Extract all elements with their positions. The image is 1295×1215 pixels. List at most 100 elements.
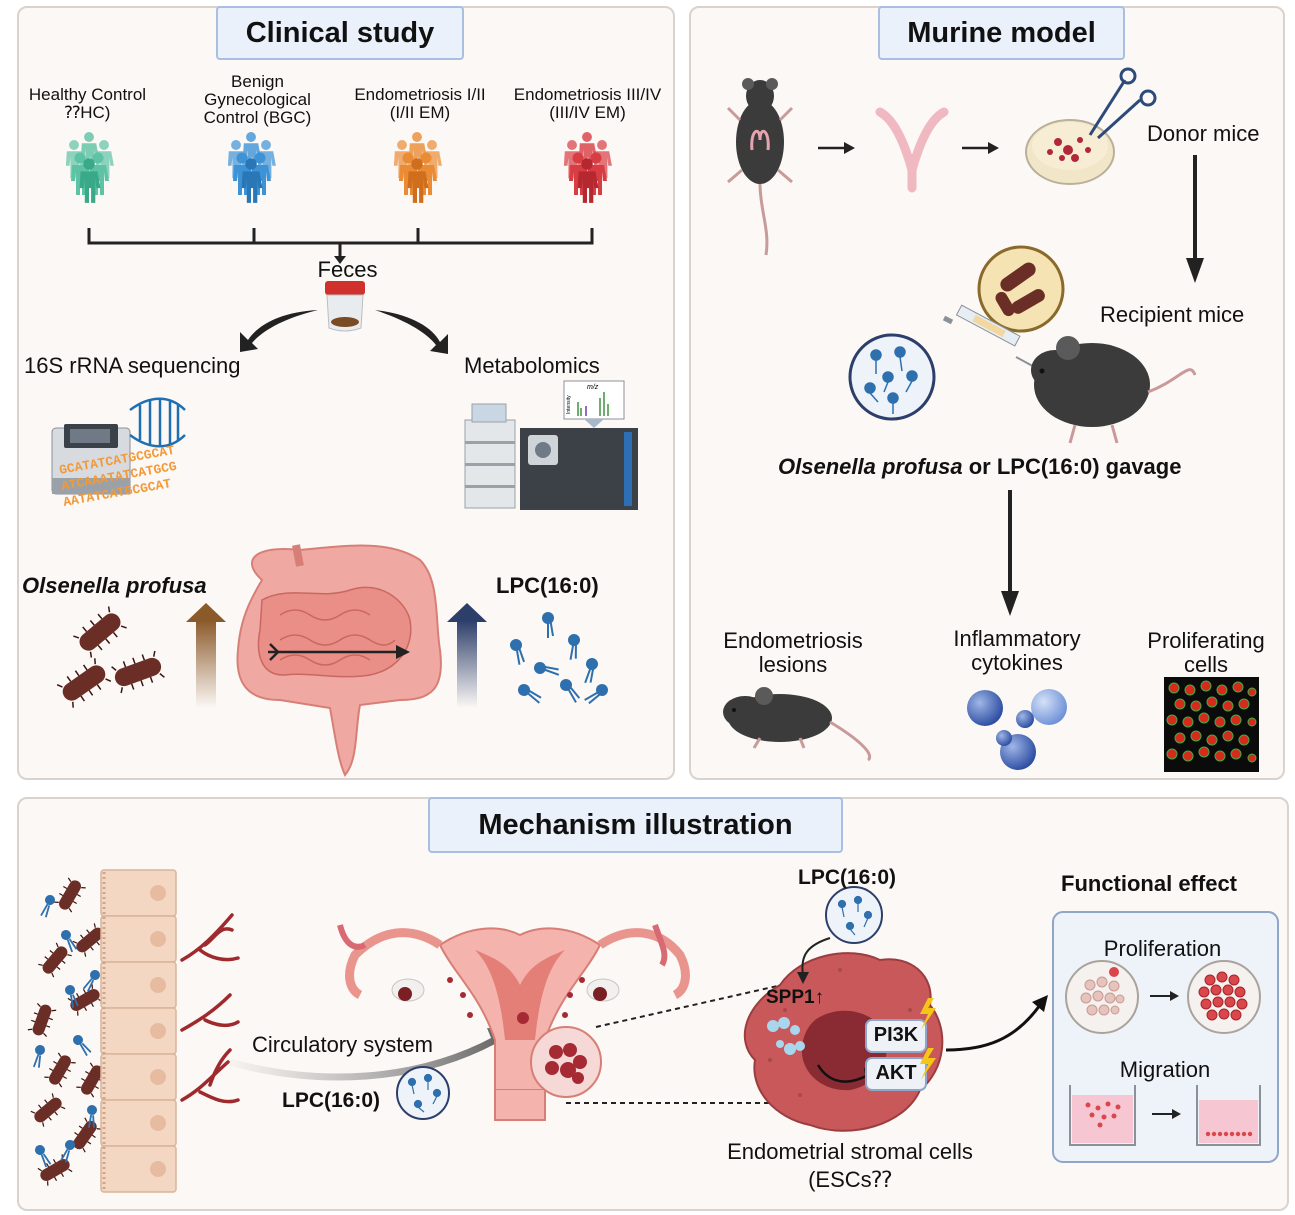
murine-model-panel bbox=[689, 6, 1285, 780]
outcome-cytokines-label: Inflammatory cytokines bbox=[932, 628, 1102, 674]
murine-bottom-graphic bbox=[723, 490, 1259, 772]
circulatory-arrow bbox=[213, 1036, 497, 1081]
group-em34-line2: (III/IV EM) bbox=[549, 103, 626, 122]
uterus-icon bbox=[337, 924, 690, 1121]
lesion-zoom-icon bbox=[530, 1026, 602, 1098]
feces-split-graphic bbox=[240, 281, 448, 354]
zoom-dashed-line-top bbox=[595, 981, 796, 1028]
outcome-cytokines-line2: cytokines bbox=[971, 650, 1063, 675]
proliferation-label: Proliferation bbox=[1103, 936, 1222, 961]
clinical-groups-graphic bbox=[65, 132, 612, 264]
mechanism-title: Mechanism illustration bbox=[428, 797, 843, 853]
migration-after-well-icon bbox=[1196, 1085, 1261, 1146]
spectrum-x-label: m/z bbox=[587, 384, 599, 391]
migration-before-well-icon bbox=[1069, 1085, 1136, 1146]
group-label-hc: Healthy Control ⁇HC) bbox=[20, 86, 155, 121]
lpc-circle-small-icon bbox=[396, 1066, 450, 1120]
olsenella-label: Olsenella profusa bbox=[22, 573, 207, 598]
functional-effect-title: Functional effect bbox=[1061, 871, 1238, 896]
lcms-graphic: m/z Intensity bbox=[464, 380, 638, 510]
group-label-em12: Endometriosis I/II (I/II EM) bbox=[345, 86, 495, 121]
lpc-label-clinical: LPC(16:0) bbox=[496, 573, 599, 598]
feces-jar-icon bbox=[325, 281, 365, 332]
metabolomics-label: Metabolomics bbox=[464, 353, 600, 378]
group-bgc-line2: Control (BGC) bbox=[203, 108, 312, 127]
outcome-lesions-label: Endometriosis lesions bbox=[708, 630, 878, 676]
outcome-cytokines-line1: Inflammatory bbox=[953, 626, 1081, 651]
spectrum-y-label: Intensity bbox=[566, 395, 572, 414]
outcome-lesions-line1: Endometriosis bbox=[723, 628, 863, 653]
murine-model-title: Murine model bbox=[878, 6, 1125, 60]
group-em12-line2: (I/II EM) bbox=[389, 103, 451, 122]
nucleus-signal-arrow bbox=[816, 1064, 869, 1083]
donor-mice-label: Donor mice bbox=[1147, 121, 1260, 146]
lpc-left-label: LPC(16:0) bbox=[282, 1089, 381, 1112]
spp1-label: SPP1↑ bbox=[766, 987, 825, 1008]
lpc-increase-arrow bbox=[457, 620, 477, 708]
mass-spectrometer-icon bbox=[520, 428, 638, 510]
group-label-bgc: Benign Gynecological Control (BGC) bbox=[190, 73, 325, 126]
grouping-bracket bbox=[87, 228, 594, 258]
group-bgc-line0: Benign bbox=[231, 72, 284, 91]
esc-label: Endometrial stromal cells (ESCs⁇ bbox=[700, 1141, 1000, 1191]
arrow-to-metabolomics-icon bbox=[375, 310, 448, 354]
feces-label: Feces bbox=[317, 257, 378, 282]
group-bgc-line1: Gynecological bbox=[204, 90, 311, 109]
proliferating-cells-icon bbox=[1164, 677, 1259, 772]
bacteria-increase-arrow bbox=[196, 620, 216, 708]
intestinal-epithelium-icon bbox=[100, 869, 177, 1193]
dna-helix-icon bbox=[129, 397, 186, 448]
lumen-bacteria-icon bbox=[26, 875, 110, 1188]
murine-top-graphic bbox=[726, 67, 1204, 444]
sequencing-label: 16S rRNA sequencing bbox=[24, 353, 241, 378]
spectrum-chart-icon: m/z Intensity bbox=[563, 380, 625, 428]
group-label-em34: Endometriosis III/IV (III/IV EM) bbox=[505, 86, 670, 121]
gavage-italic: Olsenella profusa bbox=[778, 454, 963, 479]
gavage-rest: or LPC(16:0) gavage bbox=[962, 454, 1182, 479]
migration-label: Migration bbox=[1119, 1057, 1211, 1082]
proliferation-before-dish-icon bbox=[1065, 960, 1139, 1034]
esc-line2: (ESCs⁇ bbox=[808, 1167, 892, 1192]
lightning-akt-icon bbox=[920, 1048, 936, 1080]
bracket-arrowhead bbox=[334, 256, 346, 264]
clinical-study-title: Clinical study bbox=[216, 6, 464, 60]
gavage-label: Olsenella profusa or LPC(16:0) gavage bbox=[778, 454, 1181, 480]
donor-mouse-icon bbox=[726, 78, 794, 256]
outcome-proliferating-line1: Proliferating bbox=[1147, 628, 1265, 653]
scissors-icon bbox=[1088, 67, 1157, 140]
lpc-circle-top-icon bbox=[825, 886, 883, 944]
lesion-mouse-icon bbox=[723, 687, 872, 762]
lightning-pi3k-icon bbox=[920, 998, 936, 1030]
intestine-icon bbox=[236, 544, 442, 777]
spp1-entry-arrow bbox=[801, 937, 831, 976]
akt-box bbox=[865, 1057, 927, 1091]
lpc-top-label: LPC(16:0) bbox=[798, 866, 897, 889]
group-em34-line1: Endometriosis III/IV bbox=[513, 85, 662, 104]
recipient-mice-label: Recipient mice bbox=[1100, 302, 1245, 327]
sequencer-machine-icon bbox=[51, 424, 131, 495]
blood-vessels-icon bbox=[180, 913, 240, 1104]
syringe-icon bbox=[942, 304, 1041, 371]
outcome-proliferating-line2: cells bbox=[1183, 652, 1228, 677]
circulatory-label: Circulatory system bbox=[252, 1032, 433, 1057]
pi3k-label: PI3K bbox=[873, 1024, 919, 1046]
arrow-to-sequencing-icon bbox=[240, 310, 318, 352]
pi3k-box bbox=[865, 1019, 927, 1053]
group-em12-line1: Endometriosis I/II bbox=[354, 85, 486, 104]
lpc-circle-icon bbox=[848, 333, 936, 421]
lc-stack-icon bbox=[464, 403, 516, 509]
proliferation-after-dish-icon bbox=[1187, 960, 1261, 1034]
gut-graphic bbox=[54, 544, 612, 777]
cytokines-icon bbox=[967, 689, 1067, 770]
group-hc-line1: Healthy Control bbox=[28, 85, 147, 104]
group-hc-line2: ⁇HC) bbox=[64, 103, 111, 122]
sequencer-graphic: GCATATCATGCGCAT ATCAAATATCATGCG AATATCAT… bbox=[51, 397, 186, 510]
esc-line1: Endometrial stromal cells bbox=[727, 1139, 973, 1164]
akt-label: AKT bbox=[875, 1062, 917, 1084]
outcome-proliferating-label: Proliferating cells bbox=[1128, 630, 1284, 676]
outcome-lesions-line2: lesions bbox=[758, 652, 828, 677]
arrow-to-functional-effect bbox=[945, 1004, 1042, 1052]
bacteria-circle-icon bbox=[977, 245, 1065, 333]
recipient-mouse-icon bbox=[1031, 336, 1197, 444]
